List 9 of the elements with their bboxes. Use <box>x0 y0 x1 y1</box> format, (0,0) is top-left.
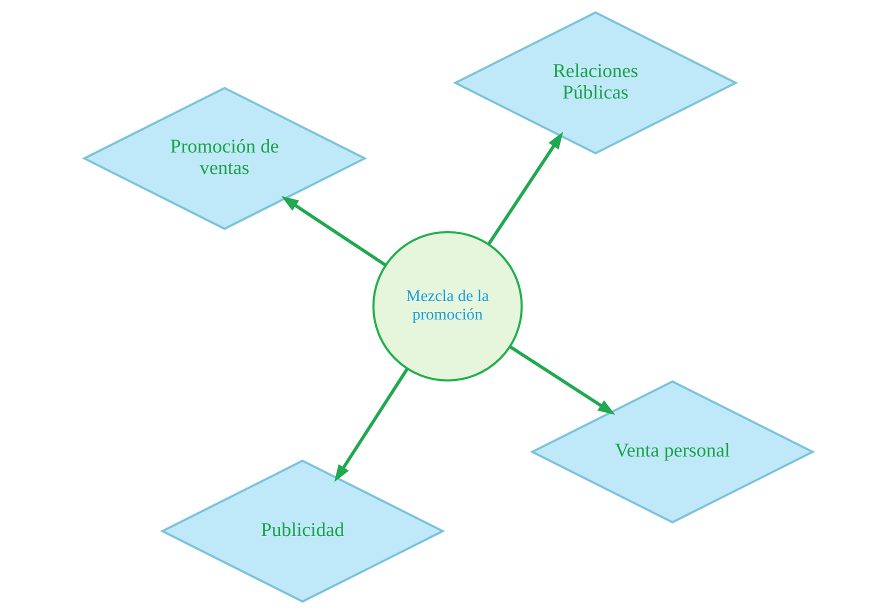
arrow <box>508 345 615 415</box>
node-diamond: Publicidad <box>159 460 445 603</box>
node-diamond: Relaciones Públicas <box>452 11 738 154</box>
arrow <box>334 368 408 482</box>
node-diamond: Venta personal <box>529 380 815 524</box>
node-circle: Mezcla de la promoción <box>372 231 522 382</box>
node-diamond: Promoción de ventas <box>81 86 367 230</box>
arrow <box>280 196 386 267</box>
arrow <box>486 132 563 246</box>
